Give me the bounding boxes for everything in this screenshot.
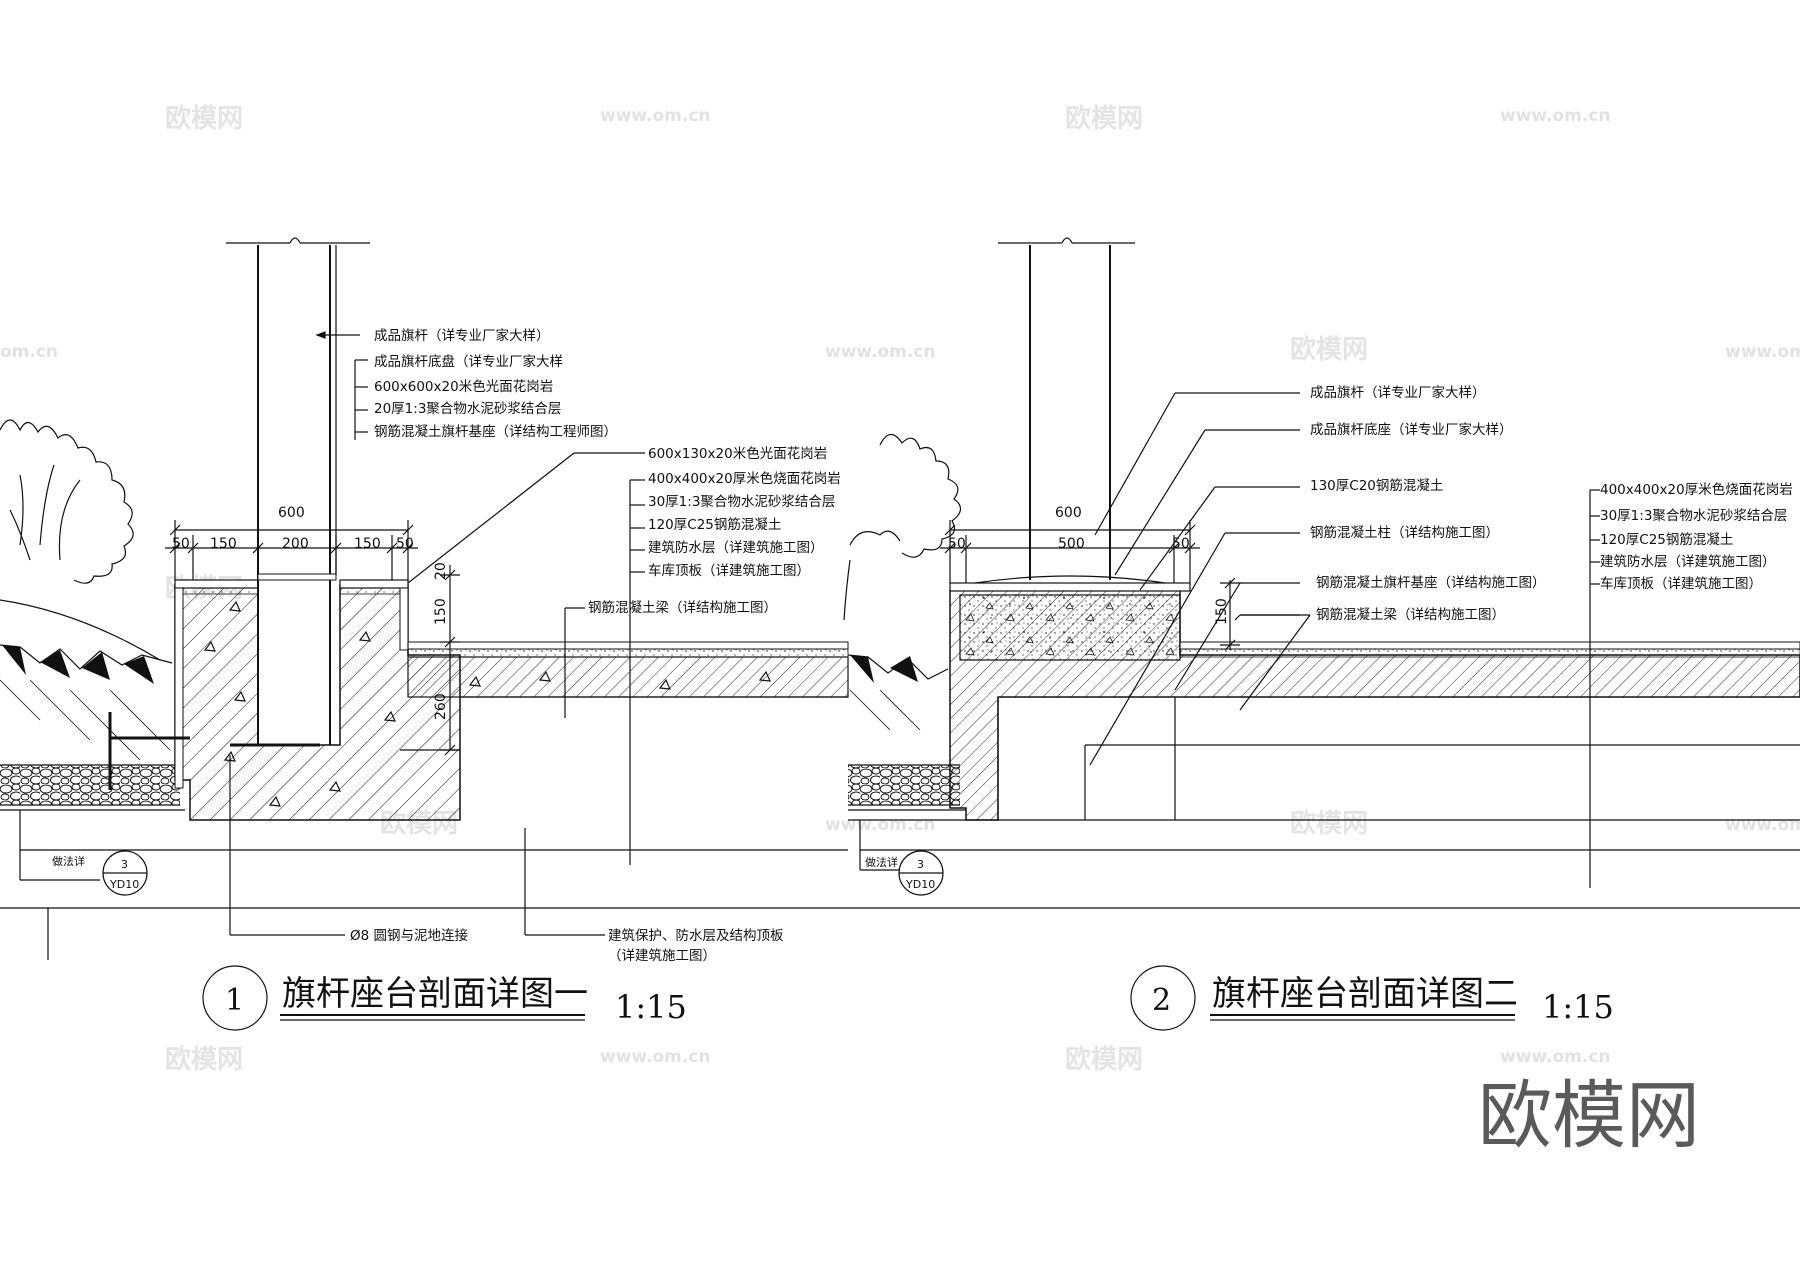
paving-layers-1 (407, 641, 849, 698)
ref-sheet: YD10 (905, 878, 935, 891)
flag-pole-base (974, 575, 1166, 584)
watermark-url: www.om.cn (1725, 815, 1800, 835)
shrub-symbol (843, 433, 962, 621)
label-column: 钢筋混凝土柱（详结构施工图） (1310, 524, 1499, 541)
detail-title: 旗杆座台剖面详图一 (282, 974, 588, 1014)
detail-number: 2 (1152, 983, 1171, 1018)
label-mortar-30: 30厚1:3聚合物水泥砂浆结合层 (1600, 508, 1787, 524)
dimension-lines-1 (165, 520, 460, 756)
label-pole: 成品旗杆（详专业厂家大样） (374, 327, 550, 344)
detail-number: 1 (225, 983, 244, 1018)
ref-sheet: YD10 (109, 878, 139, 891)
dim-total: 600 (1055, 505, 1082, 521)
watermark-brand: 欧模网 (165, 1044, 243, 1075)
ref-text: 做法详 (52, 854, 85, 868)
granite-cap (949, 582, 1191, 592)
detail-2: 600 50 500 50 150 成品旗杆（详 (843, 237, 1800, 1031)
dim-text: 50 (172, 536, 190, 552)
label-waterproof: 建筑防水层（详建筑施工图） (648, 540, 824, 556)
label-beam: 钢筋混凝土梁（详结构施工图） (1316, 606, 1505, 623)
ref-num: 3 (917, 858, 924, 871)
rebar-rod (108, 712, 190, 790)
watermark-url: www.om.cn (600, 1047, 711, 1067)
label-beam: 钢筋混凝土梁（详结构施工图） (588, 599, 777, 616)
watermark-brand: 欧模网 (1065, 103, 1143, 134)
shrub-symbol (0, 419, 161, 661)
dim-text: 150 (210, 536, 237, 552)
concrete-aggregate-marks (203, 600, 396, 807)
dim-text: 200 (282, 536, 309, 552)
dim-text: 150 (354, 536, 381, 552)
watermark-url: om.cn (0, 342, 58, 362)
watermarks: 欧模网 www.om.cn 欧模网 www.om.cn om.cn www.om… (0, 103, 1800, 1159)
pedestal-concrete (174, 584, 461, 821)
ref-num: 3 (121, 858, 128, 871)
detail-2-title-block: 2 旗杆座台剖面详图二 1:15 (1130, 965, 1614, 1031)
flag-pole-1 (226, 237, 370, 747)
watermark-logo: 欧模网 (1478, 1073, 1700, 1159)
label-concrete-120: 120厚C25钢筋混凝土 (1600, 531, 1733, 548)
reference-bubble-2: 做法详 3 YD10 (859, 820, 944, 896)
label-rebar: Ø8 圆钢与泥地连接 (350, 927, 468, 944)
dim-text: 50 (1172, 536, 1190, 552)
label-waterproof: 建筑防水层（详建筑施工图） (1600, 554, 1776, 570)
label-granite-edge: 600x130x20米色光面花岗岩 (648, 445, 827, 462)
label-pole: 成品旗杆（详专业厂家大样） (1310, 384, 1486, 401)
dimension-lines-2 (940, 520, 1240, 651)
label-roof-slab: 车库顶板（详建筑施工图） (1600, 575, 1762, 592)
dim-text: 150 (433, 598, 449, 625)
label-base-plate: 成品旗杆底盘（详专业厂家大样 (374, 353, 563, 370)
dim-text: 50 (948, 536, 966, 552)
leader-lines-1 (229, 331, 645, 936)
label-roof-slab: 车库顶板（详建筑施工图） (648, 562, 810, 579)
watermark-brand: 欧模网 (1290, 808, 1368, 839)
dim-text: 500 (1058, 536, 1085, 552)
label-granite-paving: 400x400x20厚米色烧面花岗岩 (648, 470, 841, 487)
watermark-url: www.om.cn (600, 106, 711, 126)
label-rc-base: 钢筋混凝土旗杆基座（详结构施工图） (1316, 574, 1546, 591)
label-granite-top: 600x600x20米色光面花岗岩 (374, 378, 553, 395)
detail-title: 旗杆座台剖面详图二 (1212, 974, 1518, 1014)
label-base: 成品旗杆底座（详专业厂家大样） (1310, 421, 1513, 438)
label-mortar-30: 30厚1:3聚合物水泥砂浆结合层 (648, 494, 835, 510)
label-granite-paving: 400x400x20厚米色烧面花岗岩 (1600, 481, 1793, 498)
granite-top-right (339, 579, 409, 589)
watermark-url: www.om.cn (1500, 1047, 1611, 1067)
detail-1-title-block: 1 旗杆座台剖面详图一 1:15 (202, 965, 687, 1031)
reference-bubble-1: 做法详 3 YD10 (52, 850, 148, 896)
watermark-url: www.om.cn (825, 342, 936, 362)
granite-top-left (174, 579, 259, 589)
detail-scale: 1:15 (1542, 988, 1614, 1026)
label-protection-ref: （详建筑施工图） (608, 948, 716, 964)
flag-pole-2 (998, 237, 1135, 580)
watermark-brand: 欧模网 (1290, 334, 1368, 365)
gravel-drainage-layer (0, 765, 180, 805)
paving-layers-2 (1179, 641, 1800, 658)
label-concrete-120: 120厚C25钢筋混凝土 (648, 516, 781, 533)
dim-text: 50 (396, 536, 414, 552)
watermark-url: www.om.cn (1500, 106, 1611, 126)
leader-lines-2 (1089, 392, 1600, 888)
detail-scale: 1:15 (615, 988, 687, 1026)
watermark-url: www.om.cn (1725, 342, 1800, 362)
watermark-brand: 欧模网 (1065, 1044, 1143, 1075)
planting-soil-edge (0, 644, 173, 761)
ref-text: 做法详 (865, 855, 898, 869)
gravel-drainage-layer (848, 765, 960, 805)
planting-soil-edge (847, 654, 949, 731)
dim-total: 600 (278, 505, 305, 521)
label-protection: 建筑保护、防水层及结构顶板 (608, 928, 784, 944)
label-rc-base: 钢筋混凝土旗杆基座（详结构工程师图） (374, 423, 617, 440)
watermark-url: www.om.cn (825, 815, 936, 835)
watermark-brand: 欧模网 (165, 103, 243, 134)
label-concrete-130: 130厚C20钢筋混凝土 (1310, 477, 1443, 494)
structure-lines-2 (848, 697, 1800, 851)
dim-text: 20 (433, 562, 449, 580)
detail-1: 600 50 150 200 150 50 20 150 260 (0, 237, 1800, 1031)
dim-text: 260 (433, 693, 449, 720)
label-mortar: 20厚1:3聚合物水泥砂浆结合层 (374, 401, 561, 417)
